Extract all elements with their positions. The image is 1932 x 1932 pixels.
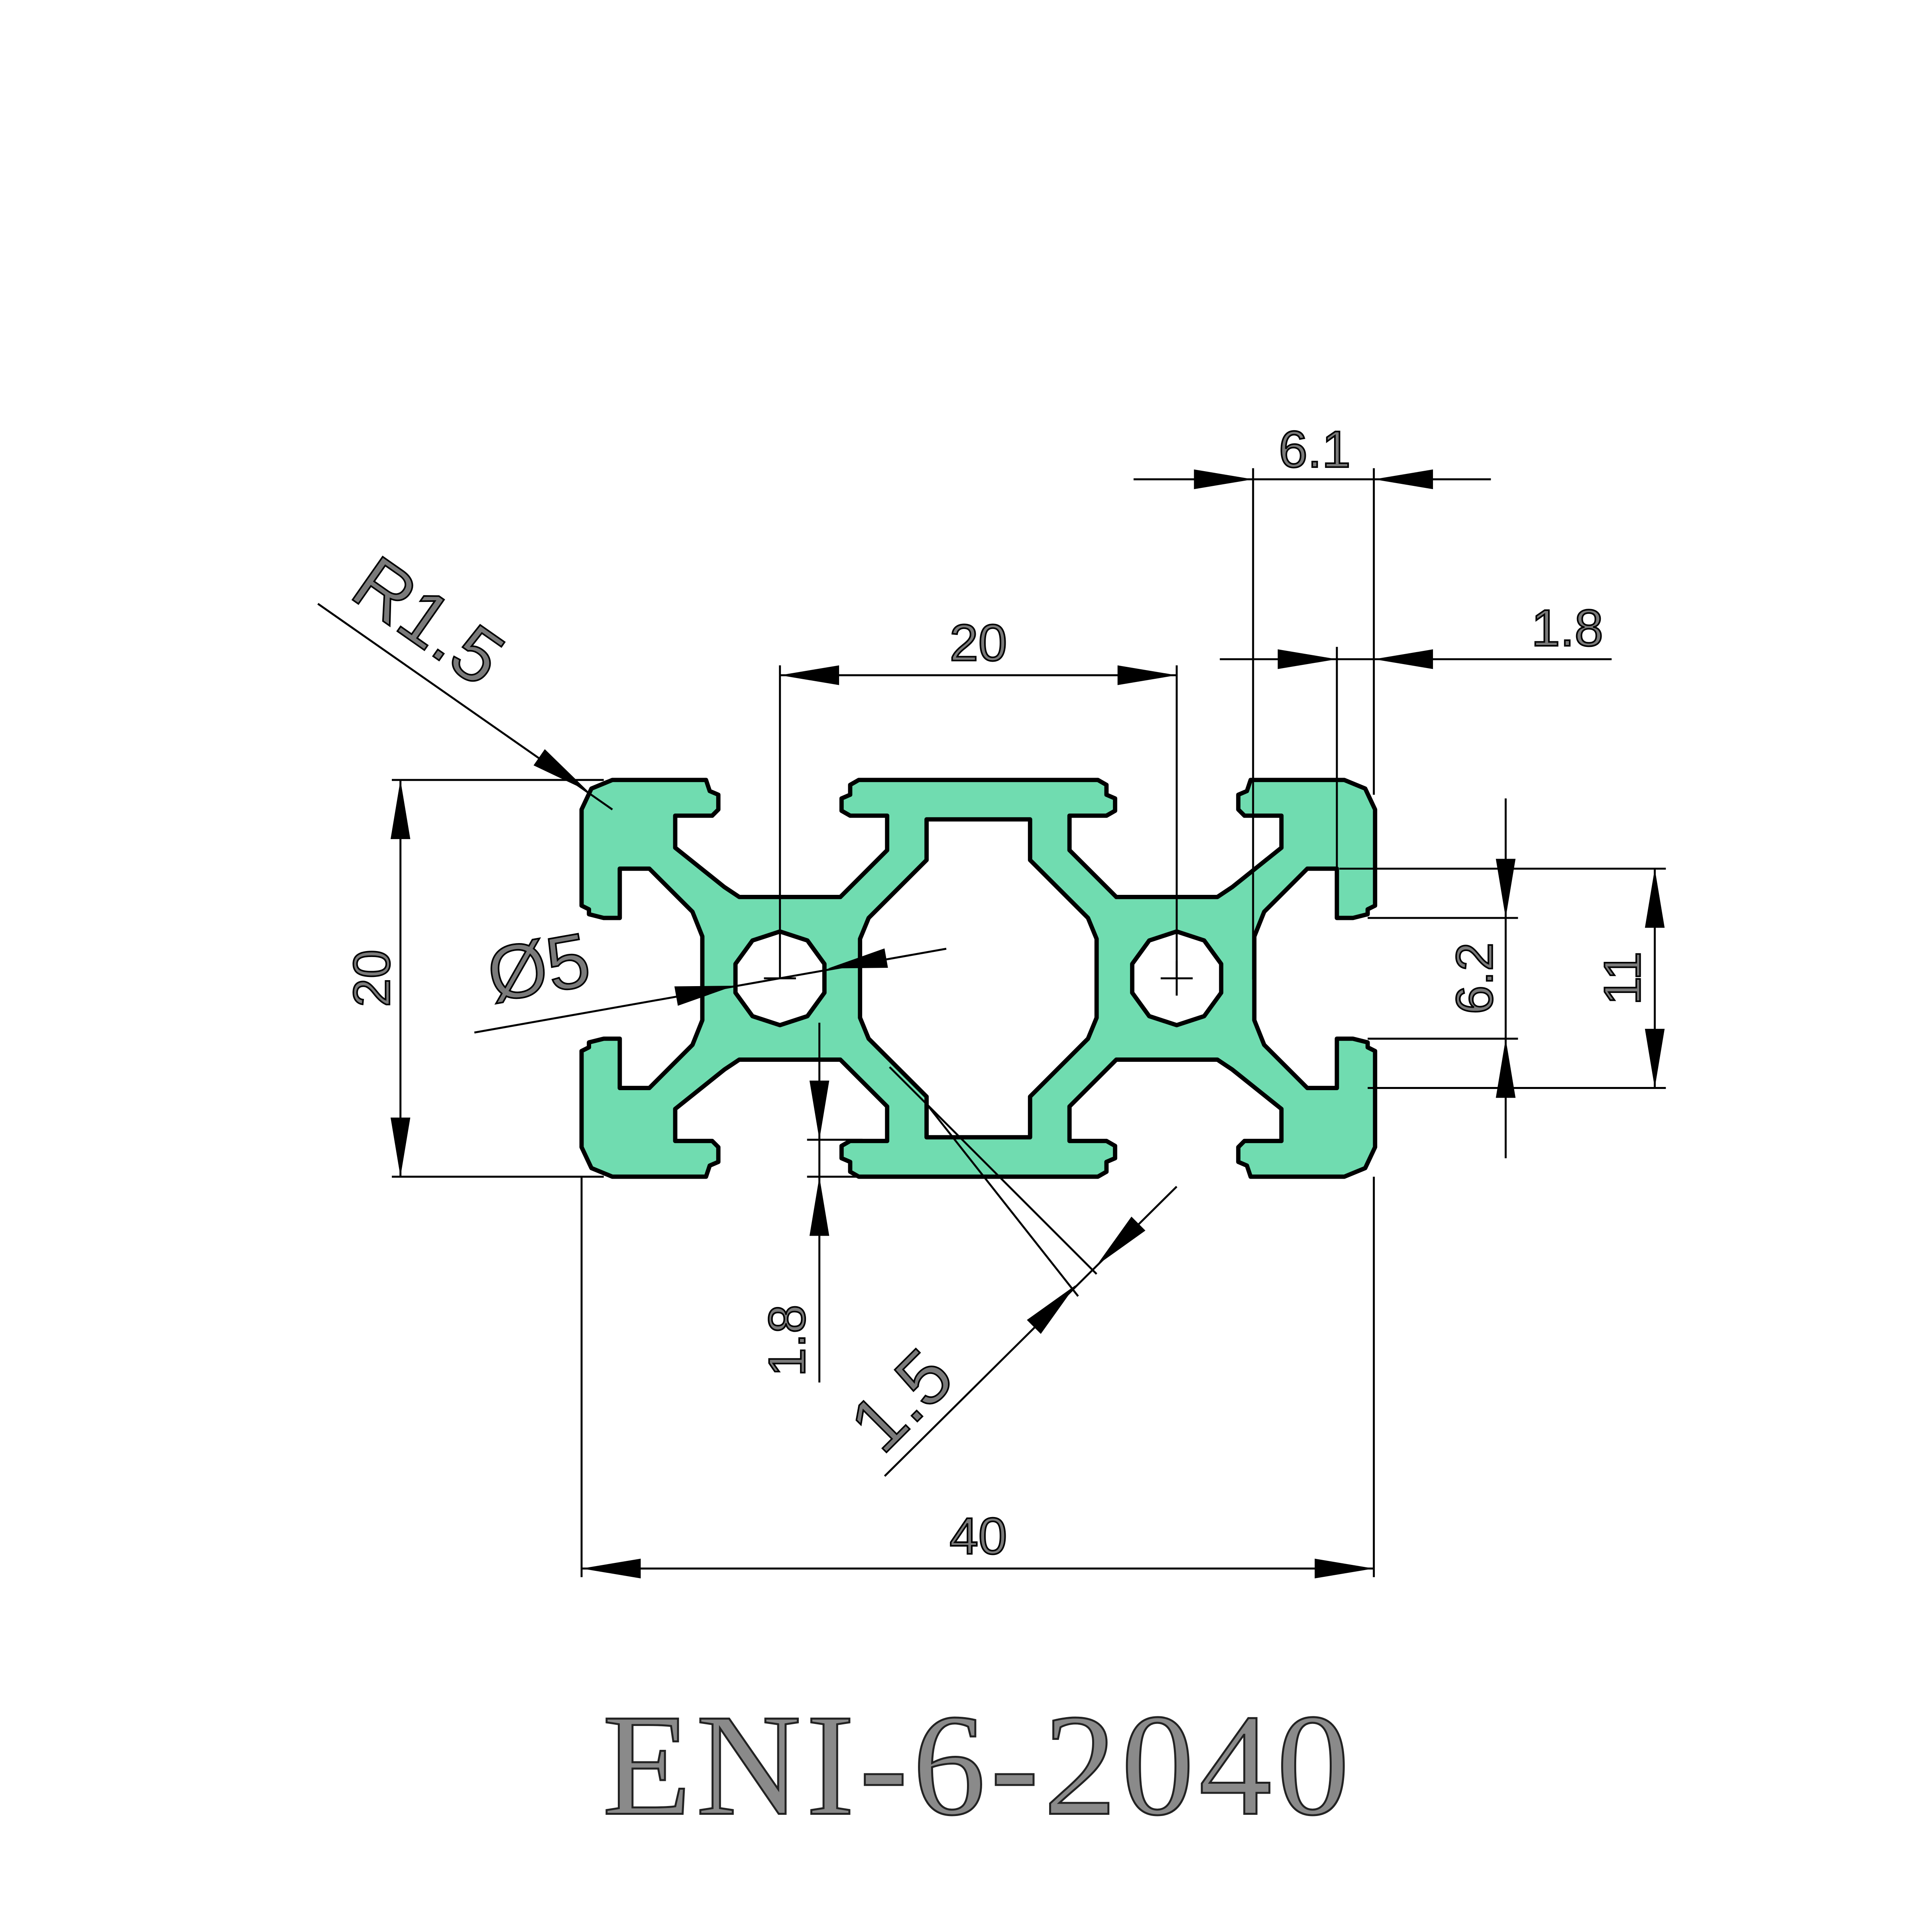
arrowhead (1315, 1559, 1374, 1578)
dim-6-2-label: 6.2 (1445, 942, 1504, 1014)
arrowhead (1374, 649, 1433, 669)
arrowhead (809, 1177, 829, 1236)
arrowhead (390, 1117, 411, 1177)
arrowhead (1645, 869, 1665, 928)
dim-11-label: 11 (1593, 951, 1651, 1005)
dim-20-left-label: 20 (342, 949, 401, 1007)
arrowhead (1027, 1285, 1076, 1334)
arrowhead (1194, 469, 1253, 489)
arrowhead (1097, 1217, 1146, 1266)
dim-1-8-bottom-label: 1.8 (758, 1305, 816, 1376)
dim-1-5-web-label: 1.5 (833, 1333, 969, 1468)
arrowhead (533, 749, 588, 791)
dim-hole-diameter-label: Ø5 (481, 916, 596, 1018)
arrowhead (390, 780, 411, 839)
dim-1-8-top-label: 1.8 (1531, 599, 1603, 657)
arrowhead (1117, 665, 1177, 685)
dim-6-1-label: 6.1 (1279, 420, 1350, 478)
dim-20-top-label: 20 (949, 613, 1007, 672)
dimension-arrows (390, 469, 1665, 1578)
aluminium-profile-section (579, 778, 1378, 1179)
arrowhead (1645, 1029, 1665, 1088)
arrowhead (1278, 649, 1337, 669)
arrowhead (780, 665, 839, 685)
drawing-title: ENI-6-2040 (602, 1684, 1354, 1845)
arrowhead (828, 948, 888, 969)
arrowhead (809, 1080, 829, 1140)
arrowhead (1496, 1038, 1516, 1098)
dim-r1-5-label: R1.5 (338, 540, 519, 702)
arrowhead (1496, 859, 1516, 918)
arrowhead (582, 1559, 641, 1578)
dim-40-label: 40 (949, 1507, 1007, 1565)
arrowhead (1374, 469, 1433, 489)
arrowhead (674, 985, 735, 1006)
